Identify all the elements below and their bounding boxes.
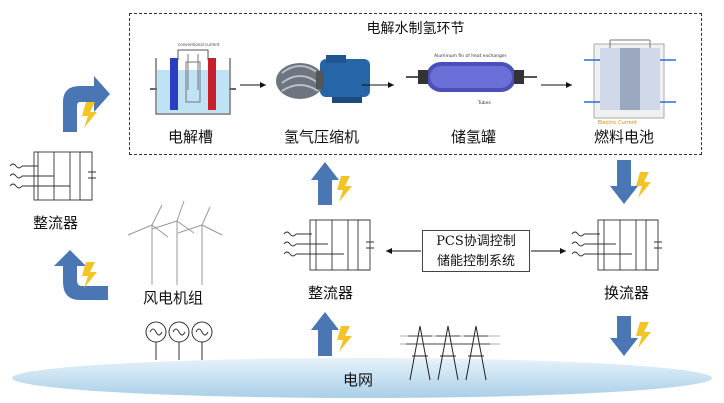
- curved-arrow-up-left: [54, 250, 108, 300]
- lightning-icon: [82, 102, 97, 128]
- hydrogen-cycle-box: 电解水制氢环节: [129, 13, 702, 155]
- curved-arrow-up-right: [63, 76, 110, 132]
- storage-tank-image: Aluminum fin of heat exchanger Tubes: [406, 53, 537, 106]
- inverter-label: 换流器: [604, 284, 650, 302]
- svg-text:Electric Current: Electric Current: [598, 120, 637, 126]
- wind-turbines-image: [127, 200, 223, 285]
- rectifier-center-label: 整流器: [308, 284, 354, 302]
- lightning-icon: [636, 172, 651, 198]
- svg-text:Aluminum fin of heat exchanger: Aluminum fin of heat exchanger: [434, 53, 507, 59]
- rectifier-center-circuit: [283, 219, 374, 271]
- svg-text:conventional current: conventional current: [178, 42, 220, 47]
- storage-tank-label: 储氢罐: [451, 128, 497, 146]
- arrow-up-center-lower: [311, 312, 339, 356]
- cycle-title: 电解水制氢环节: [366, 21, 465, 37]
- power-towers-image: [400, 325, 500, 381]
- lightning-icon: [636, 322, 651, 348]
- rectifier-left-label: 整流器: [33, 214, 79, 232]
- arrow-up-center-upper: [311, 162, 339, 205]
- compressor-label: 氢气压缩机: [284, 128, 360, 146]
- pcs-line1: PCS协调控制: [436, 234, 516, 249]
- fuel-cell-image: Electric Current: [584, 39, 676, 126]
- wind-turbines-label: 风电机组: [143, 289, 204, 307]
- electrolyzer-image: conventional current: [150, 42, 236, 115]
- electrolyzer-label: 电解槽: [168, 128, 214, 146]
- arrow-down-right-upper: [610, 160, 638, 204]
- pcs-line2: 储能控制系统: [436, 254, 515, 269]
- lightning-icon: [337, 326, 352, 352]
- svg-text:Tubes: Tubes: [477, 100, 492, 106]
- lightning-icon: [337, 176, 352, 202]
- grid-label: 电网: [343, 371, 374, 389]
- inverter-circuit: [571, 219, 662, 271]
- arrow-down-right-lower: [610, 316, 638, 356]
- generators-image: [145, 321, 213, 360]
- compressor-image: [276, 55, 370, 103]
- rectifier-left-circuit: [9, 151, 96, 201]
- lightning-icon: [82, 262, 97, 288]
- pcs-control-box: PCS协调控制 储能控制系统: [422, 230, 530, 272]
- fuel-cell-label: 燃料电池: [594, 128, 655, 146]
